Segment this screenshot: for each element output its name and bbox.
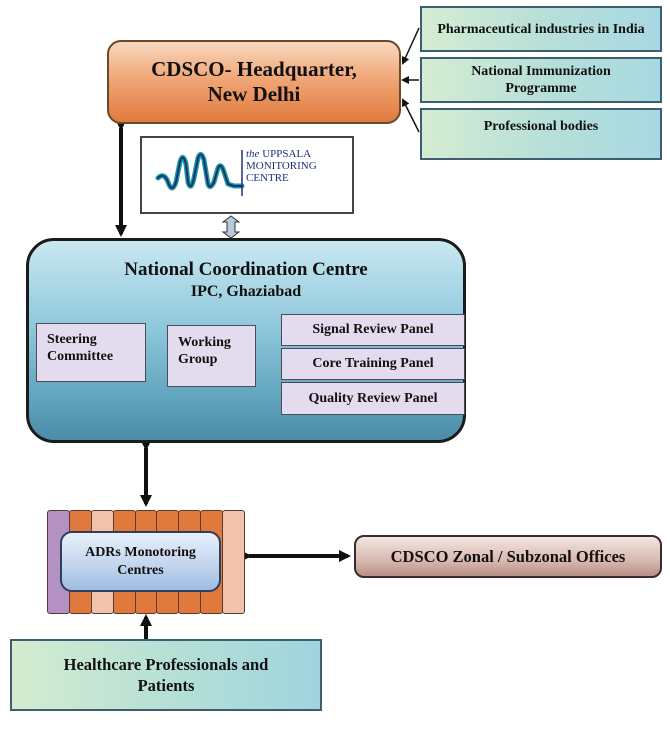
hq-line2: New Delhi [207, 82, 301, 106]
hq-line1: CDSCO- Headquarter, [151, 57, 357, 81]
healthcare-line1: Healthcare Professionals and [63, 655, 269, 674]
adr-monitoring-centres-box: ADRs Monotoring Centres [60, 531, 221, 592]
adr-line1: ADRs Monotoring [85, 544, 196, 560]
stakeholder-bodies-box: Professional bodies [420, 108, 662, 160]
working-line1: Working [178, 335, 231, 350]
umc-wordmark: the UPPSALA MONITORING CENTRE [246, 148, 317, 184]
quality-review-panel-box: Quality Review Panel [281, 382, 465, 415]
healthcare-professionals-box: Healthcare Professionals and Patients [10, 639, 322, 711]
ncc-subtitle: IPC, Ghaziabad [190, 283, 302, 300]
steering-line2: Committee [47, 349, 114, 364]
stakeholder-label: National Immunization Programme [471, 64, 611, 96]
steering-committee-box: Steering Committee [36, 323, 146, 382]
steering-line1: Steering [47, 332, 97, 347]
uppsala-monitoring-centre-logo: the UPPSALA MONITORING CENTRE [140, 136, 354, 214]
ncc-title: National Coordination Centre [124, 259, 368, 280]
zonal-label: CDSCO Zonal / Subzonal Offices [390, 546, 626, 566]
national-coordination-centre-box: National Coordination Centre IPC, Ghazia… [26, 238, 466, 443]
arrow-umc-ncc [221, 215, 241, 239]
stakeholder-label: Pharmaceutical industries in India [437, 21, 645, 37]
cdsco-headquarter-box: CDSCO- Headquarter, New Delhi [107, 40, 401, 124]
working-group-box: Working Group [167, 325, 256, 387]
core-training-panel-box: Core Training Panel [281, 348, 465, 380]
stakeholder-label: Professional bodies [483, 119, 599, 134]
signal-review-panel-box: Signal Review Panel [281, 314, 465, 346]
panel-label: Core Training Panel [312, 356, 434, 371]
umc-wave-icon [155, 150, 245, 196]
cdsco-zonal-offices-box: CDSCO Zonal / Subzonal Offices [354, 535, 662, 578]
panel-label: Signal Review Panel [312, 322, 434, 337]
umc-prefix: the [246, 148, 260, 160]
umc-line1: UPPSALA [262, 148, 312, 160]
adr-line2: Centres [117, 562, 164, 578]
panel-label: Quality Review Panel [308, 390, 438, 406]
arrow-bodies-to-hq [402, 98, 420, 133]
healthcare-line2: Patients [137, 676, 195, 695]
umc-line3: CENTRE [246, 172, 289, 184]
umc-line2: MONITORING [246, 160, 317, 172]
arrow-pharma-to-hq [401, 27, 420, 65]
stakeholder-pharma-box: Pharmaceutical industries in India [420, 6, 662, 52]
stakeholder-nip-box: National Immunization Programme [420, 57, 662, 103]
working-line2: Group [178, 352, 218, 367]
adr-stripe [222, 510, 245, 614]
